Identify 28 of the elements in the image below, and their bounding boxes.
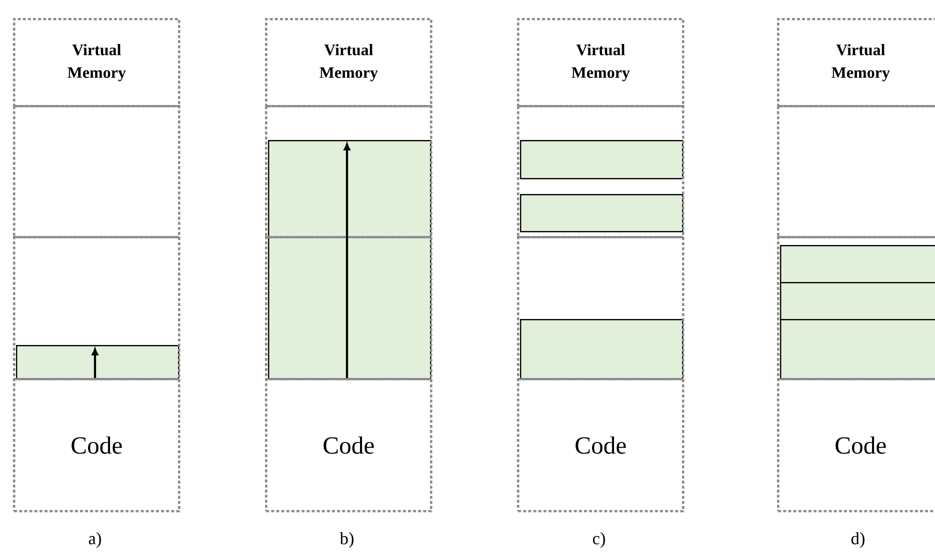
memory-region [777,236,935,380]
allocated-block [520,319,684,380]
allocated-block [780,245,935,284]
panel-label: c) [592,532,605,548]
code-box: Code [265,378,432,512]
memory-region [517,105,684,238]
header-box: Virtual Memory [777,18,935,108]
allocated-block [16,345,180,380]
header-box: Virtual Memory [265,18,432,108]
memory-region [265,236,432,380]
memory-region [265,105,432,238]
allocated-block [520,194,684,232]
header-box: Virtual Memory [13,18,180,108]
allocated-block [780,282,935,320]
panel-label: a) [88,532,101,548]
panel-label: b) [340,532,354,548]
header-box: Virtual Memory [517,18,684,108]
memory-region [777,105,935,238]
allocated-block [780,319,935,380]
code-box: Code [517,378,684,512]
code-box: Code [777,378,935,512]
memory-region [13,236,180,380]
panel-label: d) [851,532,864,548]
memory-region [13,105,180,238]
memory-region [517,236,684,380]
allocated-block [520,140,684,180]
code-box: Code [13,378,180,512]
allocated-block [268,140,432,380]
